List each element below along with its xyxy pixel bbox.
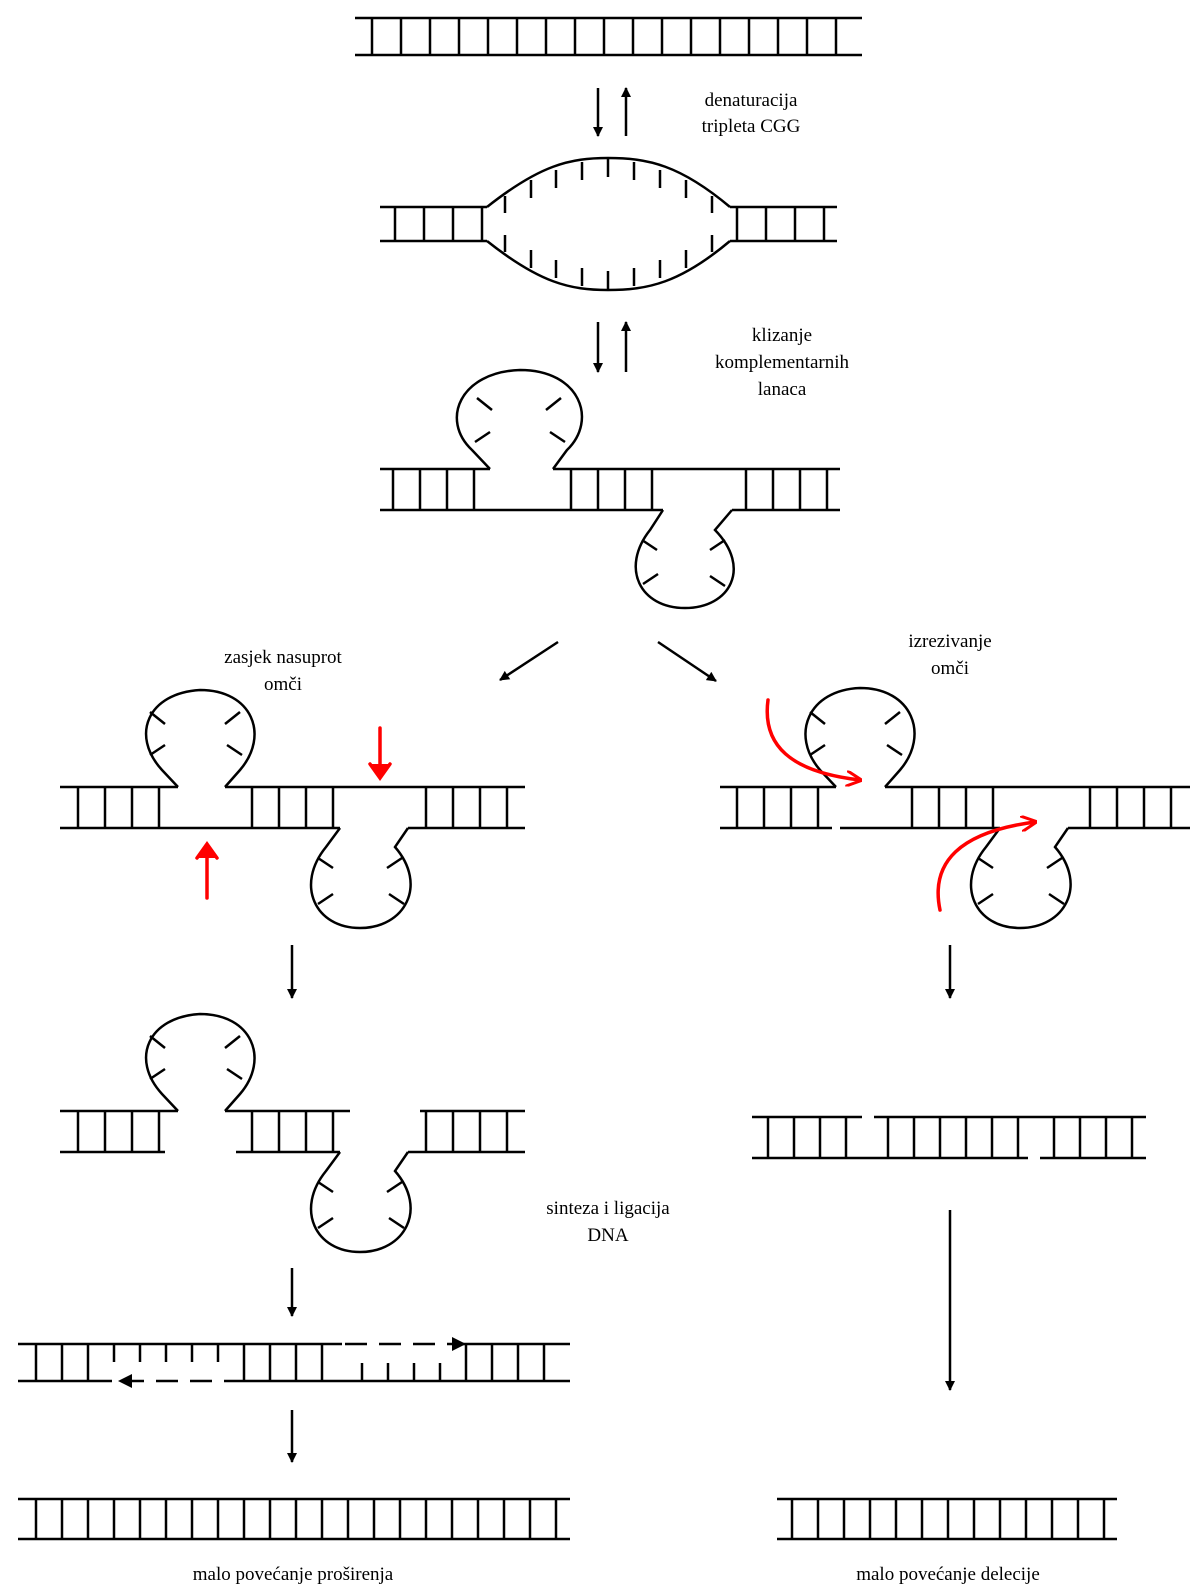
label-slippage: klizanje komplementarnih lanaca (715, 325, 850, 400)
label-slippage-line2: komplementarnih (715, 352, 850, 373)
label-excision-line1: izrezivanje (908, 631, 991, 652)
branch-arrow-right (657, 640, 717, 683)
nick-arrow-bottom (195, 840, 219, 900)
label-nick: zasjek nasuprot omči (224, 647, 342, 695)
equilibrium-arrows-slippage (593, 321, 631, 373)
label-result-deletion: malo povećanje delecije (856, 1564, 1040, 1585)
branch-arrow-left (499, 640, 559, 682)
label-synthesis: sinteza i ligacija DNA (546, 1198, 670, 1246)
excision-arrow-top (765, 698, 860, 780)
label-denaturation-line1: denaturacija (705, 90, 798, 111)
loop-bases (474, 397, 726, 588)
synthesis-duplex (18, 1337, 570, 1388)
loop-bases (149, 1035, 405, 1230)
excision-arrow-bottom (936, 822, 1035, 912)
nick-arrow-top (368, 726, 392, 782)
loop-bases (149, 711, 405, 906)
label-result-expansion: malo povećanje proširenja (193, 1564, 394, 1585)
label-excision: izrezivanje omči (908, 631, 991, 679)
label-slippage-line3: lanaca (758, 379, 807, 400)
excision-duplex (720, 686, 1190, 930)
label-nick-line2: omči (264, 674, 302, 695)
label-nick-line1: zasjek nasuprot (224, 647, 342, 668)
final-duplex-expansion (18, 1497, 570, 1541)
duplex-initial (355, 16, 862, 57)
label-excision-line2: omči (931, 658, 969, 679)
label-denaturation-line2: tripleta CGG (702, 116, 801, 137)
nicked-duplex (60, 688, 525, 930)
gapped-duplex (60, 1012, 525, 1254)
duplex-bubble (380, 156, 837, 292)
loop-bases (809, 711, 1065, 906)
label-synthesis-line1: sinteza i ligacija (546, 1198, 670, 1219)
slipped-duplex (380, 368, 840, 610)
label-slippage-line1: klizanje (752, 325, 812, 346)
excised-duplex (752, 1115, 1146, 1160)
label-denaturation: denaturacija tripleta CGG (702, 90, 801, 137)
final-duplex-deletion (777, 1497, 1117, 1541)
unpaired-bases (503, 158, 714, 290)
base-pairs (370, 18, 838, 55)
equilibrium-arrows-denaturation (593, 87, 631, 137)
label-synthesis-line2: DNA (587, 1225, 628, 1246)
